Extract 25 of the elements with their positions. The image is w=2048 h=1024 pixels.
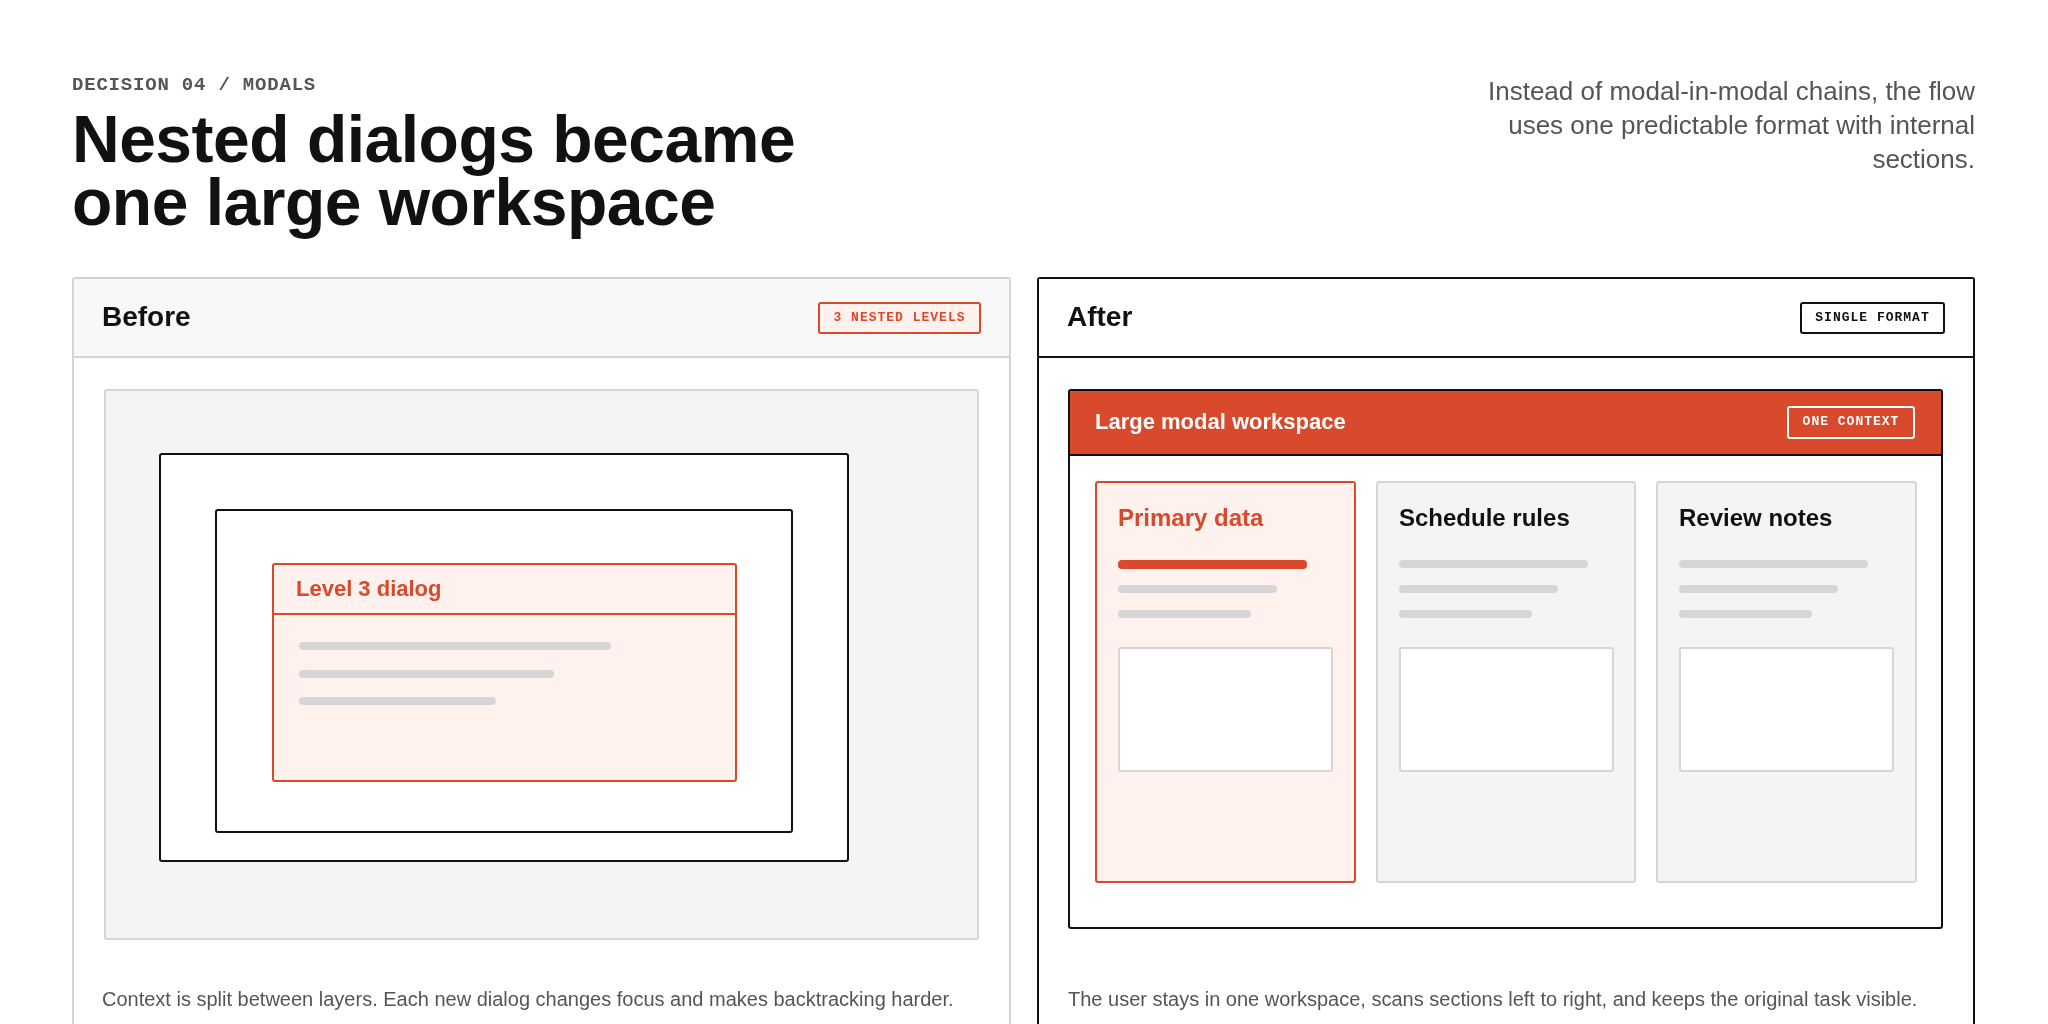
dialog-title: Level 3 dialog (296, 576, 442, 602)
eyebrow-text: DECISION 04 / MODALS (72, 74, 318, 96)
panel-heading: After (1067, 301, 1133, 333)
page-title: Nested dialogs became one large workspace (72, 106, 797, 241)
section-title: Review notes (1679, 504, 1833, 532)
tag: SINGLE FORMAT (1800, 302, 1945, 334)
section-card (1656, 481, 1917, 883)
comparison-panel (1037, 277, 1975, 1024)
panel-heading: Before (102, 301, 191, 333)
section-title: Primary data (1118, 504, 1264, 532)
modal-window (1068, 389, 1943, 929)
dialog-frame (159, 453, 849, 862)
dialog-frame (215, 509, 793, 833)
dialog-window (272, 563, 737, 782)
modal-title: Large modal workspace (1095, 409, 1346, 435)
comparison-panel (72, 277, 1011, 1024)
backdrop-panel (104, 389, 979, 940)
section-title: Schedule rules (1399, 504, 1570, 532)
intro-text: Instead of modal-in-modal chains, the flow uses one predictable format with internal sections. (1486, 75, 1975, 176)
tag: 3 NESTED LEVELS (818, 302, 981, 334)
section-card (1095, 481, 1356, 883)
section-card (1376, 481, 1636, 883)
panel-caption: Context is split between layers. Each new dialog changes focus and makes backtracking harder. (102, 987, 955, 1011)
panel-caption: The user stays in one workspace, scans sections left to right, and keeps the original task visible. (1068, 987, 1919, 1011)
tag: ONE CONTEXT (1787, 406, 1915, 439)
